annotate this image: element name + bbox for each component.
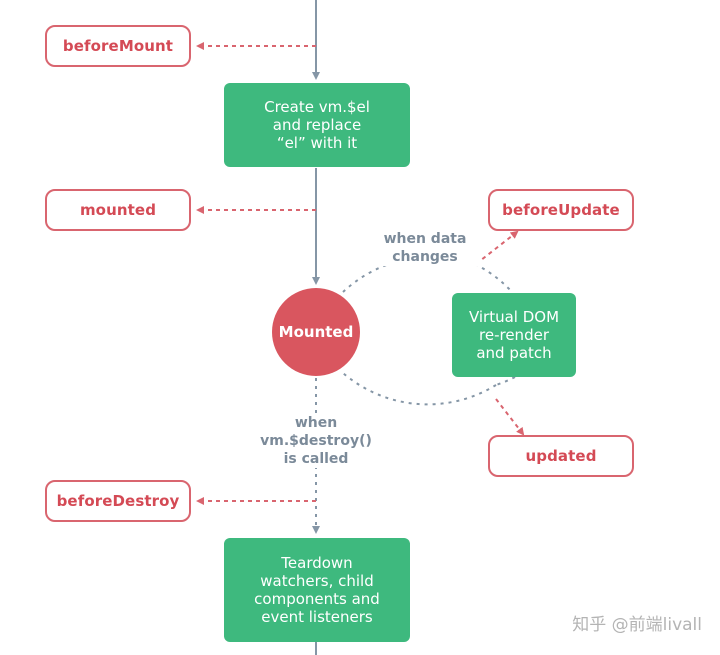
- step-create-el: Create vm.$el and replace “el” with it: [224, 83, 410, 167]
- hook-before-mount: beforeMount: [45, 25, 191, 67]
- step-create-el-line-1: Create vm.$el: [264, 98, 370, 116]
- note-when-data-changes: when data changes: [370, 230, 480, 266]
- step-create-el-line-3: “el” with it: [276, 134, 358, 152]
- step-teardown-line-1: Teardown: [281, 554, 353, 572]
- watermark: 知乎 @前端livall: [572, 615, 702, 635]
- hook-connector-updated: [495, 398, 525, 436]
- update-loop-arc-right-lower: [495, 376, 516, 386]
- step-create-el-line-2: and replace: [272, 116, 362, 134]
- step-virtual-dom: Virtual DOM re-render and patch: [452, 293, 576, 377]
- step-virtual-dom-line-1: Virtual DOM: [468, 308, 560, 326]
- note-when-data-changes-line-1: when data: [383, 231, 467, 247]
- note-when-destroy-called-line-2: vm.$destroy(): [260, 433, 372, 449]
- step-teardown-line-3: components and: [254, 590, 380, 608]
- step-teardown-line-4: event listeners: [261, 608, 373, 626]
- update-loop-arc: [342, 255, 497, 406]
- hook-connector-before-update: [475, 230, 519, 265]
- hook-updated: updated: [488, 435, 634, 477]
- hook-before-update: beforeUpdate: [488, 189, 634, 231]
- note-when-destroy-called: when vm.$destroy() is called: [256, 414, 376, 468]
- state-mounted: Mounted: [272, 288, 360, 376]
- hook-before-destroy: beforeDestroy: [45, 480, 191, 522]
- note-when-destroy-called-line-3: is called: [283, 451, 349, 467]
- update-loop-arc-right-upper: [474, 263, 513, 293]
- note-when-data-changes-line-2: changes: [392, 249, 458, 265]
- step-teardown: Teardown watchers, child components and …: [224, 538, 410, 642]
- hook-mounted: mounted: [45, 189, 191, 231]
- step-teardown-line-2: watchers, child: [260, 572, 374, 590]
- step-virtual-dom-line-3: and patch: [476, 344, 552, 362]
- note-when-destroy-called-line-1: when: [294, 415, 338, 431]
- step-virtual-dom-line-2: re-render: [479, 326, 549, 344]
